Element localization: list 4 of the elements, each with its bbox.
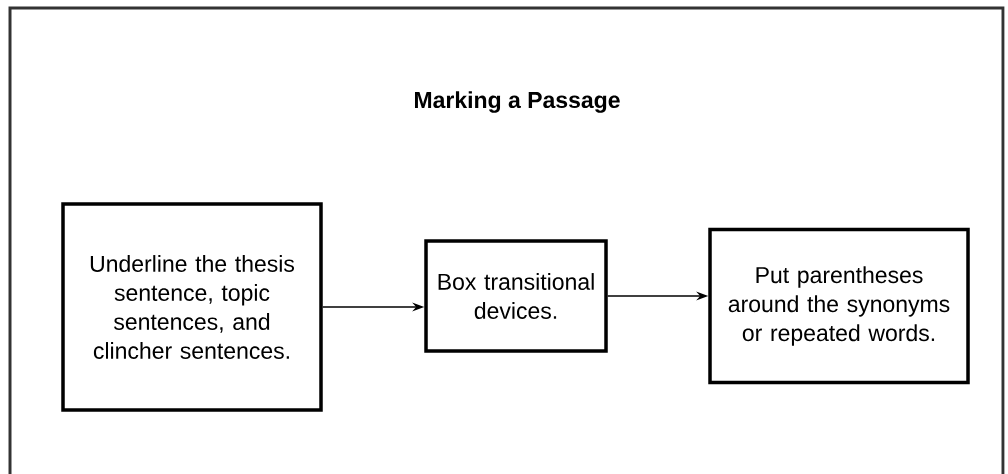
process-box: Box transitional devices. xyxy=(424,239,608,353)
process-box: Underline the thesis sentence, topic sentences, and clincher sentences. xyxy=(61,202,323,412)
process-box: Put parentheses around the synonyms or repeated words. xyxy=(708,227,970,385)
title: Marking a Passage xyxy=(415,91,620,113)
